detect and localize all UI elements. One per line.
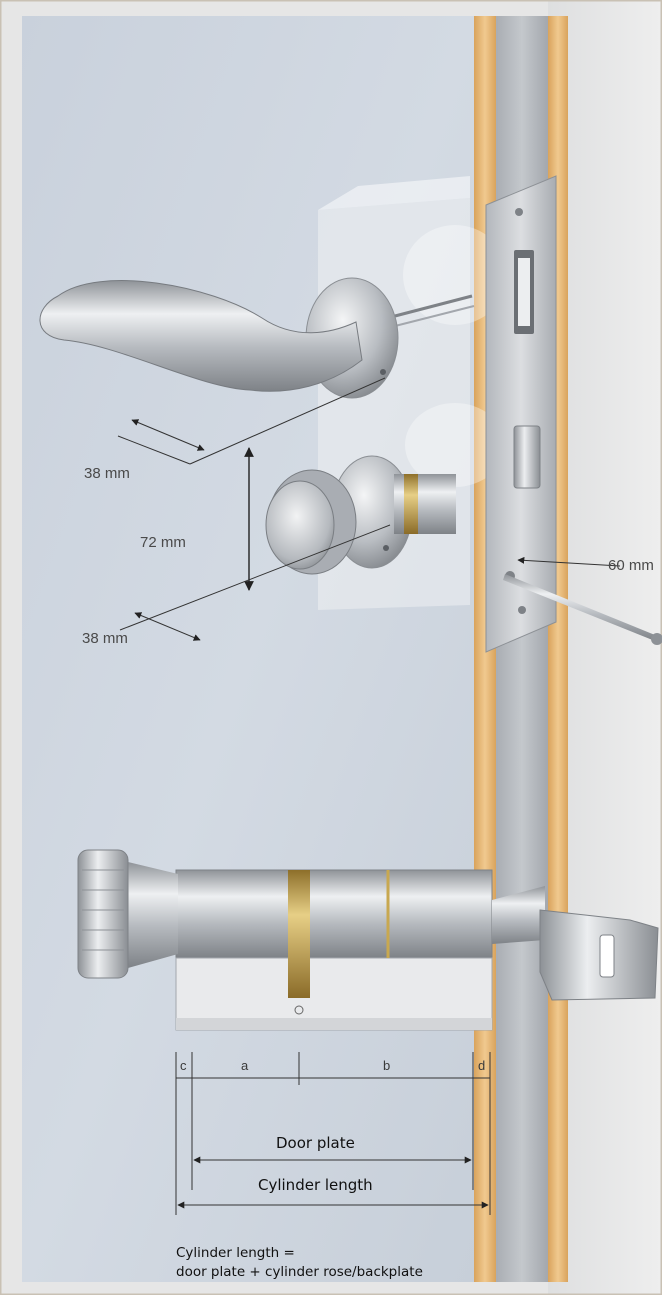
lever-handle	[39, 280, 363, 392]
screw-bottom	[518, 606, 526, 614]
cylinder-length-label: Cylinder length	[258, 1176, 373, 1194]
dim-line-38-top	[131, 419, 205, 451]
cylinder-knob	[77, 849, 129, 979]
knob-face	[265, 480, 335, 570]
segment-label-c: c	[180, 1058, 187, 1073]
cylinder-screw-thread	[294, 1005, 304, 1015]
cylinder-knob-neck	[128, 862, 178, 968]
key-bow	[539, 909, 659, 1001]
formula-line-1: Cylinder length =	[176, 1245, 295, 1261]
door-plate-label: Door plate	[276, 1134, 355, 1152]
knob-rose-screw	[383, 545, 389, 551]
knob-knurling	[82, 869, 124, 951]
dim-label-38-top: 38 mm	[84, 465, 130, 482]
lock-face-plate	[485, 175, 557, 653]
lock-latch-bore	[403, 225, 507, 325]
dim-label-38-bottom: 38 mm	[82, 630, 128, 647]
cylinder-fixing-screw	[503, 574, 655, 641]
formula-line-2: door plate + cylinder rose/backplate	[176, 1264, 423, 1280]
cylinder-cam	[288, 870, 310, 998]
rose-screw	[380, 369, 386, 375]
segment-label-b: b	[383, 1058, 390, 1073]
segment-label-d: d	[478, 1058, 485, 1073]
lock-bolt-bore	[405, 403, 505, 487]
spindle-pin-1	[394, 294, 473, 318]
cylinder-barrel	[175, 869, 493, 959]
cylinder-profile-base	[176, 1018, 492, 1030]
dim-line-60	[517, 556, 621, 567]
dim-line-38-bottom	[134, 612, 201, 641]
segment-dimension-lines	[175, 1052, 491, 1215]
screw-top	[515, 208, 523, 216]
cylinder-body-installed	[394, 474, 456, 534]
dead-bolt	[513, 425, 541, 489]
spindle-pin-2	[394, 305, 475, 327]
lock-case-top	[318, 176, 470, 210]
segment-label-a: a	[241, 1058, 249, 1073]
dim-label-60: 60 mm	[608, 557, 654, 574]
key-hole	[599, 934, 615, 978]
dim-label-72: 72 mm	[140, 534, 186, 551]
cylinder-cam-installed	[404, 474, 418, 534]
dim-extension-handle	[189, 377, 386, 465]
latch-bolt	[518, 258, 530, 326]
key-blade	[492, 886, 545, 944]
screw-head	[651, 633, 662, 645]
